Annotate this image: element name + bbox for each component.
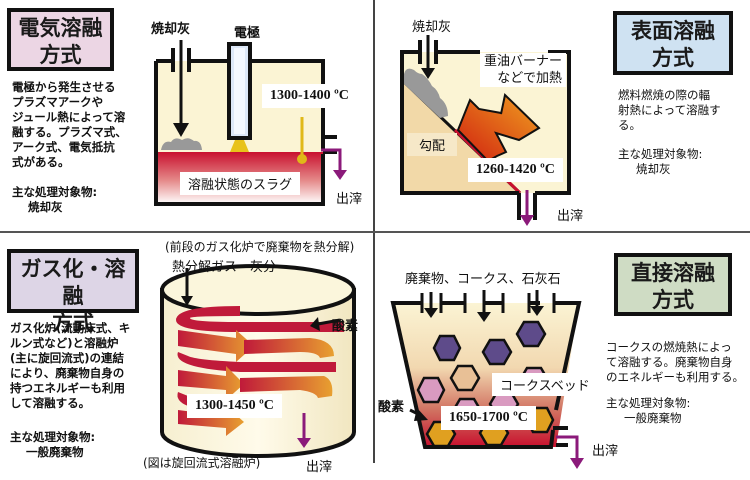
burner-label-line1: 重油バーナー	[484, 54, 563, 69]
surface-target-value: 焼却灰	[636, 162, 671, 176]
gasification-title-box: ガス化・溶融 方式	[7, 249, 139, 335]
surface-description: 燃料燃焼の際の輻 射熱によって溶融す る。	[618, 88, 721, 132]
electric-target-label: 主な処理対象物:	[12, 185, 98, 199]
gasification-note-top: (前段のガス化炉で廃棄物を熱分解)	[165, 240, 355, 254]
gasification-oxygen-label: 酸素	[332, 319, 359, 334]
burner-label-line2: などで加熱	[497, 71, 563, 86]
coke-bed-label: コークスベッド	[492, 373, 598, 396]
direct-input-label: 廃棄物、コークス、石灰石	[405, 272, 561, 287]
burner-label: 重油バーナー などで加熱	[480, 53, 567, 87]
direct-slag-outlet-arrow	[556, 435, 579, 460]
gasification-title-line1: ガス化・溶融	[20, 257, 126, 308]
gasification-note-bottom: (図は旋回流式溶融炉)	[143, 456, 261, 470]
gasification-target-value: 一般廃棄物	[26, 445, 84, 459]
electric-title-line2: 方式	[39, 43, 82, 67]
surface-target-label: 主な処理対象物:	[618, 147, 703, 161]
electric-target-value: 焼却灰	[28, 200, 63, 214]
direct-oxygen-label: 酸素	[378, 400, 405, 415]
swirl-arrow	[178, 330, 254, 362]
gasification-output-label: 出滓	[306, 460, 333, 475]
gasification-description: ガス化炉(流動床式、キ ルン式など)と溶融炉 (主に旋回流式)の連結 により、廃…	[10, 321, 131, 410]
direct-temperature: 1650-1700 ºC	[441, 406, 536, 430]
swirl-band	[244, 338, 334, 358]
electric-ash-pile	[161, 138, 202, 150]
direct-target-label: 主な処理対象物:	[606, 396, 691, 410]
swirl-band	[176, 306, 344, 332]
surface-temperature: 1260-1420 ºC	[468, 158, 563, 182]
direct-input-arrows	[424, 290, 544, 322]
direct-title-line1: 直接溶融	[631, 261, 715, 285]
gasification-input-label: 熱分解ガス・灰分	[172, 260, 277, 275]
electrode-tip	[230, 140, 249, 152]
electric-title-line1: 電気溶融	[18, 16, 103, 40]
electric-description: 電極から発生させる プラズマアークや ジュール熱によって溶 融する。プラズマ式、…	[12, 80, 127, 169]
direct-description: コークスの燃焼熱によっ て溶融する。廃棄物自身 のエネルギーも利用する。	[606, 340, 744, 384]
gasification-oxygen-arrow	[317, 318, 341, 326]
slope-label: 勾配	[407, 133, 458, 156]
gasification-target-label: 主な処理対象物:	[10, 430, 96, 444]
horizontal-divider	[0, 231, 750, 233]
electric-furnace-wall	[154, 61, 325, 206]
electric-input-label: 焼却灰	[151, 22, 191, 37]
direct-target-value: 一般廃棄物	[624, 411, 682, 425]
direct-title-box: 直接溶融 方式	[614, 253, 732, 316]
swirl-band	[240, 376, 333, 398]
surface-output-label: 出滓	[557, 209, 584, 224]
electric-output-label: 出滓	[336, 192, 363, 207]
direct-title-line2: 方式	[652, 288, 694, 312]
swirl-band	[177, 352, 336, 372]
gasification-temperature: 1300-1450 ºC	[187, 394, 282, 418]
surface-input-label: 焼却灰	[412, 20, 452, 35]
electric-title-box: 電気溶融 方式	[7, 8, 114, 71]
electric-slag-outlet-arrow	[321, 148, 342, 172]
gasification-furnace-diagram	[160, 264, 356, 458]
electric-temperature: 1300-1400 ºC	[262, 84, 357, 108]
electrode-label: 電極	[234, 26, 261, 41]
surface-furnace-wall	[400, 50, 571, 195]
swirl-arrow	[178, 366, 244, 400]
surface-ash-pile	[404, 68, 448, 118]
surface-title-line2: 方式	[652, 46, 694, 70]
surface-title-box: 表面溶融 方式	[613, 11, 733, 75]
gasification-title-line2: 方式	[52, 311, 94, 335]
molten-slag-label: 溶融状態のスラグ	[180, 172, 301, 195]
surface-title-line1: 表面溶融	[631, 19, 715, 43]
direct-output-label: 出滓	[592, 444, 619, 459]
